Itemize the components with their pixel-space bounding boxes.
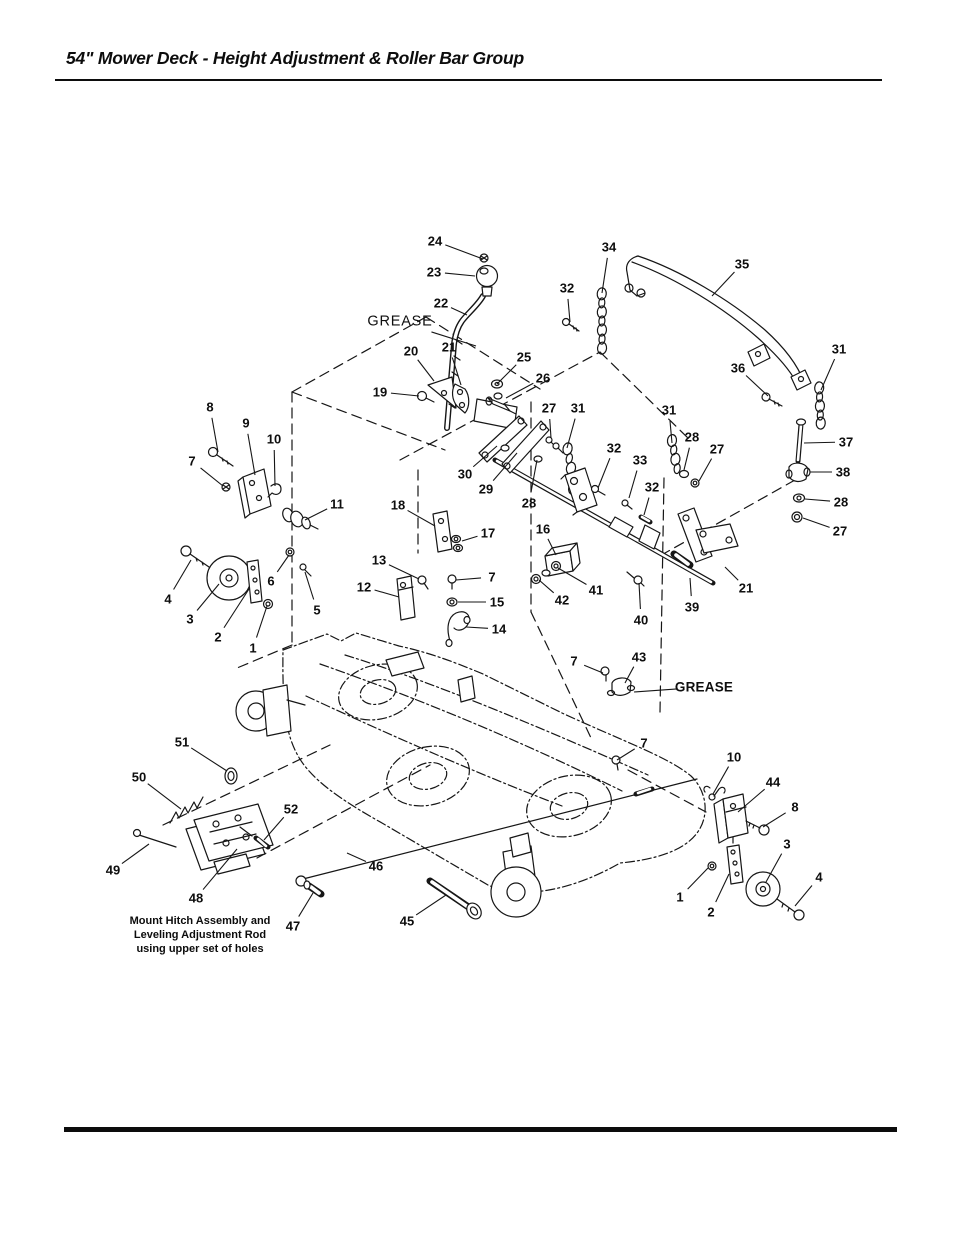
leader-line: [445, 245, 483, 259]
roller-bar-handle: [625, 256, 811, 522]
leader-line: [670, 421, 672, 443]
leader-line: [191, 748, 227, 771]
leader-line: [456, 578, 481, 580]
assembly-note-line: Mount Hitch Assembly and: [129, 915, 271, 927]
leader-line: [602, 258, 607, 293]
leader-line: [558, 568, 586, 584]
leader-line: [224, 589, 249, 628]
leader-line: [497, 365, 516, 384]
leader-line: [473, 446, 497, 467]
leader-line: [375, 590, 399, 597]
assembly-note: Mount Hitch Assembly and Leveling Adjust…: [100, 914, 300, 956]
leader-line: [451, 308, 467, 315]
leader-line: [617, 749, 635, 760]
leader-line: [725, 567, 738, 580]
leader-line: [531, 460, 537, 492]
footer-rule: [64, 1127, 897, 1132]
leader-line: [148, 784, 181, 809]
leader-line: [803, 518, 830, 527]
pivot-arm-assembly: [479, 416, 738, 586]
leader-line: [712, 272, 734, 296]
leader-line: [746, 376, 768, 396]
leader-line: [212, 418, 218, 452]
leader-line: [690, 578, 691, 596]
leader-line: [431, 332, 476, 346]
leader-lines: [122, 245, 835, 917]
leader-line: [539, 580, 554, 593]
hanger-straps-group: [397, 511, 580, 647]
leader-line: [305, 572, 314, 600]
leader-line: [203, 849, 237, 890]
leader-line: [639, 583, 640, 609]
leveling-rod-group: [236, 685, 697, 922]
leader-line: [763, 813, 786, 827]
leader-line: [598, 458, 610, 488]
title-rule: [55, 79, 882, 81]
left-caster-group: [181, 448, 318, 609]
leader-line: [264, 817, 284, 840]
chain-links: [553, 287, 828, 495]
leader-line: [466, 627, 488, 628]
leader-line: [201, 468, 223, 486]
leader-line: [391, 393, 419, 396]
leader-line: [568, 299, 570, 322]
leader-line: [550, 419, 551, 438]
mower-deck-phantom: [283, 633, 705, 892]
leader-line: [174, 560, 191, 590]
leader-line: [584, 665, 603, 673]
leader-line: [699, 459, 712, 481]
leader-line: [347, 853, 366, 862]
deck-plates-group: [386, 652, 635, 770]
mount-hitch-assembly: [134, 768, 274, 874]
leader-line: [197, 584, 219, 611]
leader-line: [506, 383, 533, 398]
leader-line: [805, 499, 830, 501]
leader-line: [804, 442, 835, 443]
leader-line: [567, 419, 575, 448]
page-title: 54" Mower Deck - Height Adjustment & Rol…: [66, 48, 524, 68]
leader-line: [795, 885, 812, 906]
leader-line: [462, 536, 477, 541]
leader-line: [299, 893, 313, 917]
leader-line: [548, 539, 556, 555]
leader-line: [416, 895, 446, 915]
leader-line: [493, 453, 517, 481]
leader-line: [445, 273, 475, 276]
leader-line: [418, 360, 434, 381]
leader-line: [644, 498, 649, 515]
assembly-note-line: Leveling Adjustment Rod: [133, 929, 267, 941]
right-caster-group: [704, 786, 804, 920]
leader-line: [821, 359, 835, 390]
leader-line: [688, 868, 708, 889]
leader-line: [716, 874, 729, 902]
assembly-note-line: using upper set of holes: [136, 943, 264, 955]
leader-line: [256, 606, 267, 638]
leader-line: [713, 767, 729, 794]
leader-line: [408, 510, 435, 526]
leader-line: [274, 450, 275, 486]
leader-line: [305, 509, 327, 520]
leader-line: [277, 555, 289, 572]
leader-line: [625, 667, 634, 683]
leader-line: [629, 471, 637, 498]
leader-line: [122, 844, 149, 864]
leader-line: [738, 789, 765, 812]
leader-line: [684, 448, 689, 470]
leader-line: [389, 565, 419, 579]
leader-line: [766, 854, 782, 882]
leader-line: [452, 357, 461, 385]
leader-line: [248, 434, 255, 475]
leader-line: [634, 689, 677, 692]
